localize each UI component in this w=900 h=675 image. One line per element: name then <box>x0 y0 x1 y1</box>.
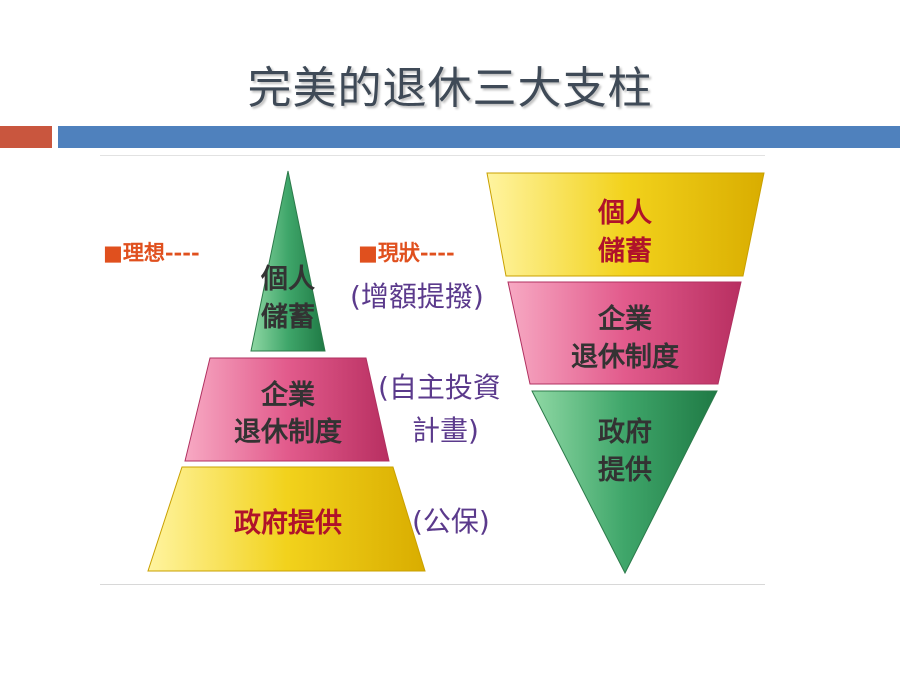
ideal-personal-line-1: 個人 <box>260 264 315 295</box>
current-tier-personal-shape <box>486 172 765 277</box>
ideal-tier-personal-shape <box>250 170 326 352</box>
ideal-label: ■理想---- <box>103 240 200 265</box>
current-government-line-2: 提供 <box>598 455 652 486</box>
caption-corporate-line-2: 計畫) <box>412 414 479 447</box>
slide-title: 完美的退休三大支柱 <box>247 63 653 114</box>
title-divider-bar <box>58 126 900 148</box>
current-personal-line-2: 儲蓄 <box>598 236 652 267</box>
caption-corporate-line-1: (自主投資 <box>378 371 501 404</box>
title-accent-bar <box>0 126 52 148</box>
ideal-corporate-line-2: 退休制度 <box>234 416 342 448</box>
caption-government: (公保) <box>412 505 490 538</box>
ideal-tier-corporate-shape <box>184 357 390 462</box>
current-government-line-1: 政府 <box>598 416 652 448</box>
current-label: ■現狀---- <box>358 240 455 265</box>
current-personal-line-1: 個人 <box>597 198 652 229</box>
caption-personal: (增額提撥) <box>350 280 484 313</box>
current-corporate-line-2: 退休制度 <box>571 341 679 373</box>
current-corporate-line-1: 企業 <box>598 303 652 335</box>
ideal-personal-line-2: 儲蓄 <box>261 302 315 333</box>
ideal-corporate-line-1: 企業 <box>261 379 315 411</box>
ideal-tier-government-shape <box>147 466 426 572</box>
current-tier-corporate-shape <box>507 281 742 385</box>
pyramid-diagram: ■理想---- ■現狀---- 個人 儲蓄 企業 退休制度 政府提供 個人 儲蓄… <box>103 170 765 575</box>
ideal-government-line-1: 政府提供 <box>234 507 342 539</box>
current-tier-government-shape <box>531 390 718 575</box>
pillars-figure: ■理想---- ■現狀---- 個人 儲蓄 企業 退休制度 政府提供 個人 儲蓄… <box>100 155 765 585</box>
